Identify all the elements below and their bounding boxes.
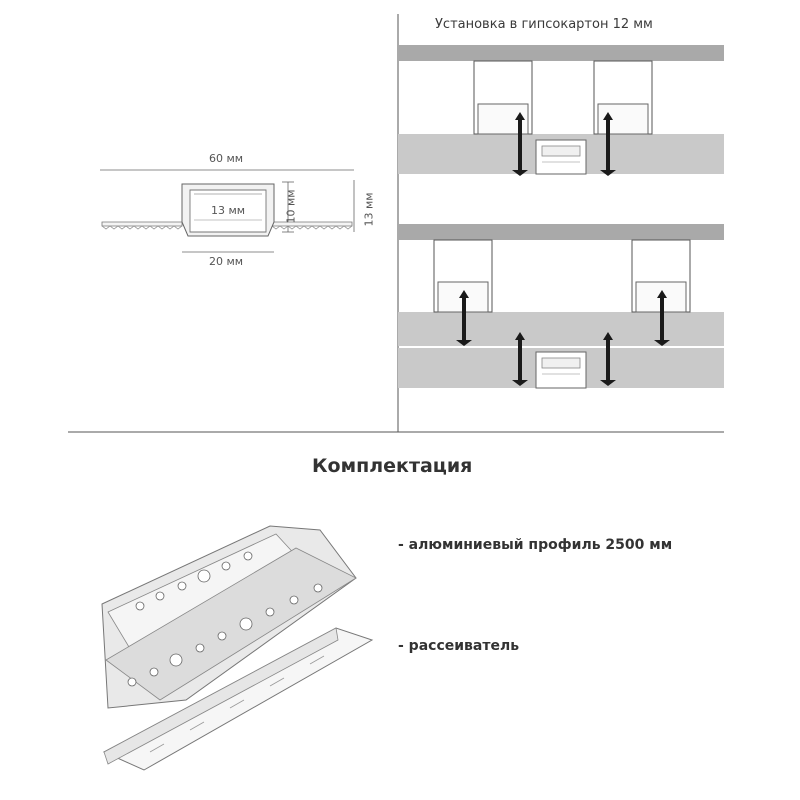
- install-double-drywall: [398, 224, 724, 389]
- dim-13mm-inner: 13 мм: [211, 204, 246, 217]
- kit-item-profile: - алюминиевый профиль 2500 мм: [398, 537, 673, 553]
- dim-10mm: 10 мм: [284, 189, 298, 224]
- profile-cross-section: [100, 169, 355, 253]
- dim-60mm: 60 мм: [209, 152, 244, 165]
- kit-illustration: [101, 525, 374, 771]
- dim-13mm-total: 13 мм: [362, 192, 376, 227]
- kit-heading: Комплектация: [312, 455, 473, 477]
- kit-item-diffuser: - рассеиватель: [398, 638, 520, 654]
- install-title: Установка в гипсокартон 12 мм: [435, 17, 653, 32]
- dim-20mm: 20 мм: [209, 255, 244, 268]
- install-single-drywall: [398, 45, 724, 176]
